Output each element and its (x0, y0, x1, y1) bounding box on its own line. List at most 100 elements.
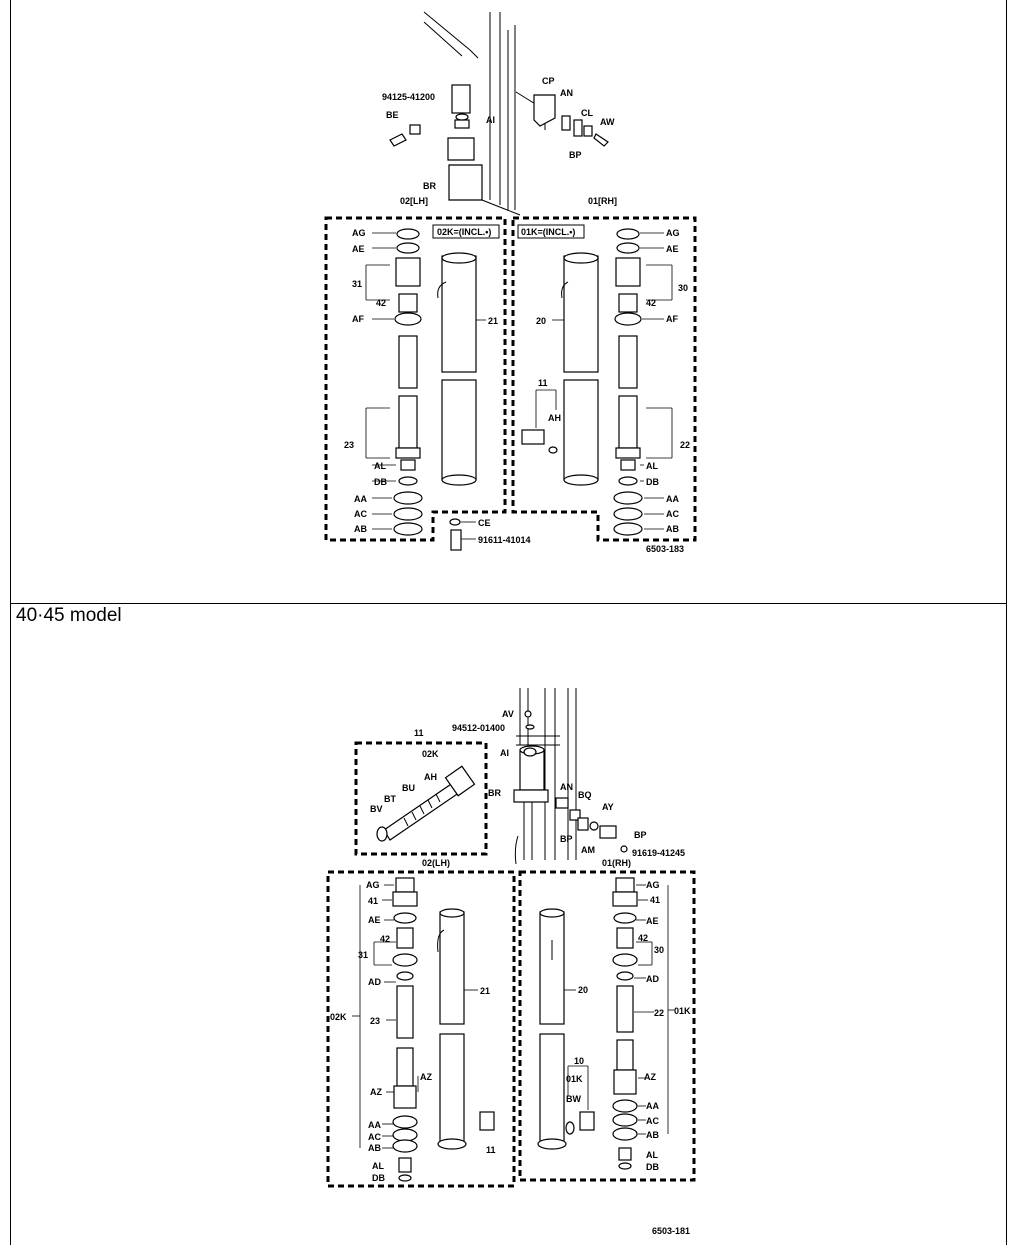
label-22-b: 22 (654, 1008, 664, 1018)
label-11-valve: 11 (414, 728, 424, 738)
label-aa-rh-b: AA (646, 1101, 659, 1111)
label-ah: AH (548, 413, 561, 423)
label-23-b: 23 (370, 1016, 380, 1026)
label-30: 30 (678, 283, 688, 293)
label-lh-b: 02(LH) (422, 858, 450, 868)
label-ad-rh: AD (646, 974, 659, 984)
label-db-lh-b: DB (372, 1173, 385, 1183)
label-ae-lh: AE (352, 244, 365, 254)
label-rh-b: 01(RH) (602, 858, 631, 868)
rh-kit-boundary-b (518, 870, 696, 1182)
label-20-b: 20 (578, 985, 588, 995)
label-bu: BU (402, 783, 415, 793)
label-bv: BV (370, 804, 383, 814)
label-ac-lh-b: AC (368, 1132, 381, 1142)
label-az-lh-2: AZ (370, 1087, 382, 1097)
label-az-rh: AZ (644, 1072, 656, 1082)
label-an-b: AN (560, 782, 573, 792)
label-cl: CL (581, 108, 593, 118)
label-02k-side: 02K (330, 1012, 347, 1022)
label-21-b: 21 (480, 986, 490, 996)
rh-seal-stack-b (612, 877, 638, 1170)
label-ah-b: AH (424, 772, 437, 782)
section-divider (10, 603, 1007, 604)
label-42-rh: 42 (646, 298, 656, 308)
valve-kit-boundary (354, 741, 488, 856)
label-bp-2: BP (560, 834, 573, 844)
label-rh: 01[RH] (588, 196, 617, 206)
lh-kit-boundary (324, 216, 507, 542)
label-ai-b: AI (500, 748, 509, 758)
label-42-lh-b: 42 (380, 934, 390, 944)
label-db-rh: DB (646, 477, 659, 487)
label-aw: AW (600, 117, 615, 127)
label-aa-lh-b: AA (368, 1120, 381, 1130)
label-ae-rh-b: AE (646, 916, 659, 926)
label-ab-rh: AB (666, 524, 679, 534)
label-af-lh: AF (352, 314, 364, 324)
label-bp: BP (569, 150, 582, 160)
label-ag-lh: AG (352, 228, 366, 238)
label-41-lh: 41 (368, 896, 378, 906)
lh-outer-cylinder-b (437, 908, 495, 1150)
label-bw: BW (566, 1094, 581, 1104)
rh-outer-cylinder-b (537, 908, 595, 1150)
label-31: 31 (352, 279, 362, 289)
label-am: AM (581, 845, 595, 855)
label-al-lh-b: AL (372, 1161, 384, 1171)
label-42-rh-b: 42 (638, 933, 648, 943)
ref-code-bottom: 6503-181 (652, 1226, 690, 1236)
label-91611-41014: 91611-41014 (478, 535, 531, 545)
label-av: AV (502, 709, 514, 719)
label-aa-rh: AA (666, 494, 679, 504)
label-02k-valve: 02K (422, 749, 439, 759)
bottom-diagram: AV 94512-01400 AI BR AN BQ AY BP BP AM 9… (326, 688, 696, 1236)
label-ad-lh: AD (368, 977, 381, 987)
label-ai: AI (486, 115, 495, 125)
label-ae-lh-b: AE (368, 915, 381, 925)
label-41-rh: 41 (650, 895, 660, 905)
label-db-rh-b: DB (646, 1162, 659, 1172)
label-20: 20 (536, 316, 546, 326)
top-diagram: 94125-41200 BE AI CP AN CL AW BP BR 02[L… (324, 11, 697, 554)
label-30-b: 30 (654, 945, 664, 955)
label-ac-rh: AC (666, 509, 679, 519)
label-01k-side: 01K (674, 1006, 691, 1016)
label-bq: BQ (578, 790, 592, 800)
label-br-b: BR (488, 788, 501, 798)
label-22: 22 (680, 440, 690, 450)
label-ab-lh-b: AB (368, 1143, 381, 1153)
label-aa-lh: AA (354, 494, 367, 504)
label-al-lh: AL (374, 461, 386, 471)
lh-seal-stack-b (392, 877, 418, 1182)
label-ab-rh-b: AB (646, 1130, 659, 1140)
label-ab-lh: AB (354, 524, 367, 534)
label-ay: AY (602, 802, 614, 812)
label-11: 11 (538, 378, 548, 388)
label-br: BR (423, 181, 436, 191)
label-an: AN (560, 88, 573, 98)
label-ag-rh-b: AG (646, 880, 660, 890)
ref-code-top: 6503-183 (646, 544, 684, 554)
label-ac-rh-b: AC (646, 1116, 659, 1126)
lh-kit-boundary-b (326, 870, 516, 1188)
label-lh: 02[LH] (400, 196, 428, 206)
label-01k-valve: 01K (566, 1074, 583, 1084)
label-af-rh: AF (666, 314, 678, 324)
label-kit-lh: 02K=(INCL.•) (437, 227, 491, 237)
label-11-b: 11 (486, 1145, 496, 1155)
label-10: 10 (574, 1056, 584, 1066)
label-ae-rh: AE (666, 244, 679, 254)
model-label: 40·45 model (16, 605, 122, 626)
label-23: 23 (344, 440, 354, 450)
label-31-b: 31 (358, 950, 368, 960)
label-42-lh: 42 (376, 298, 386, 308)
label-ce: CE (478, 518, 491, 528)
label-be: BE (386, 110, 399, 120)
label-bp-1: BP (634, 830, 647, 840)
label-94125-41200: 94125-41200 (382, 92, 435, 102)
label-al-rh-b: AL (646, 1150, 658, 1160)
lh-outer-cylinder (437, 252, 477, 551)
label-ag-lh-b: AG (366, 880, 380, 890)
